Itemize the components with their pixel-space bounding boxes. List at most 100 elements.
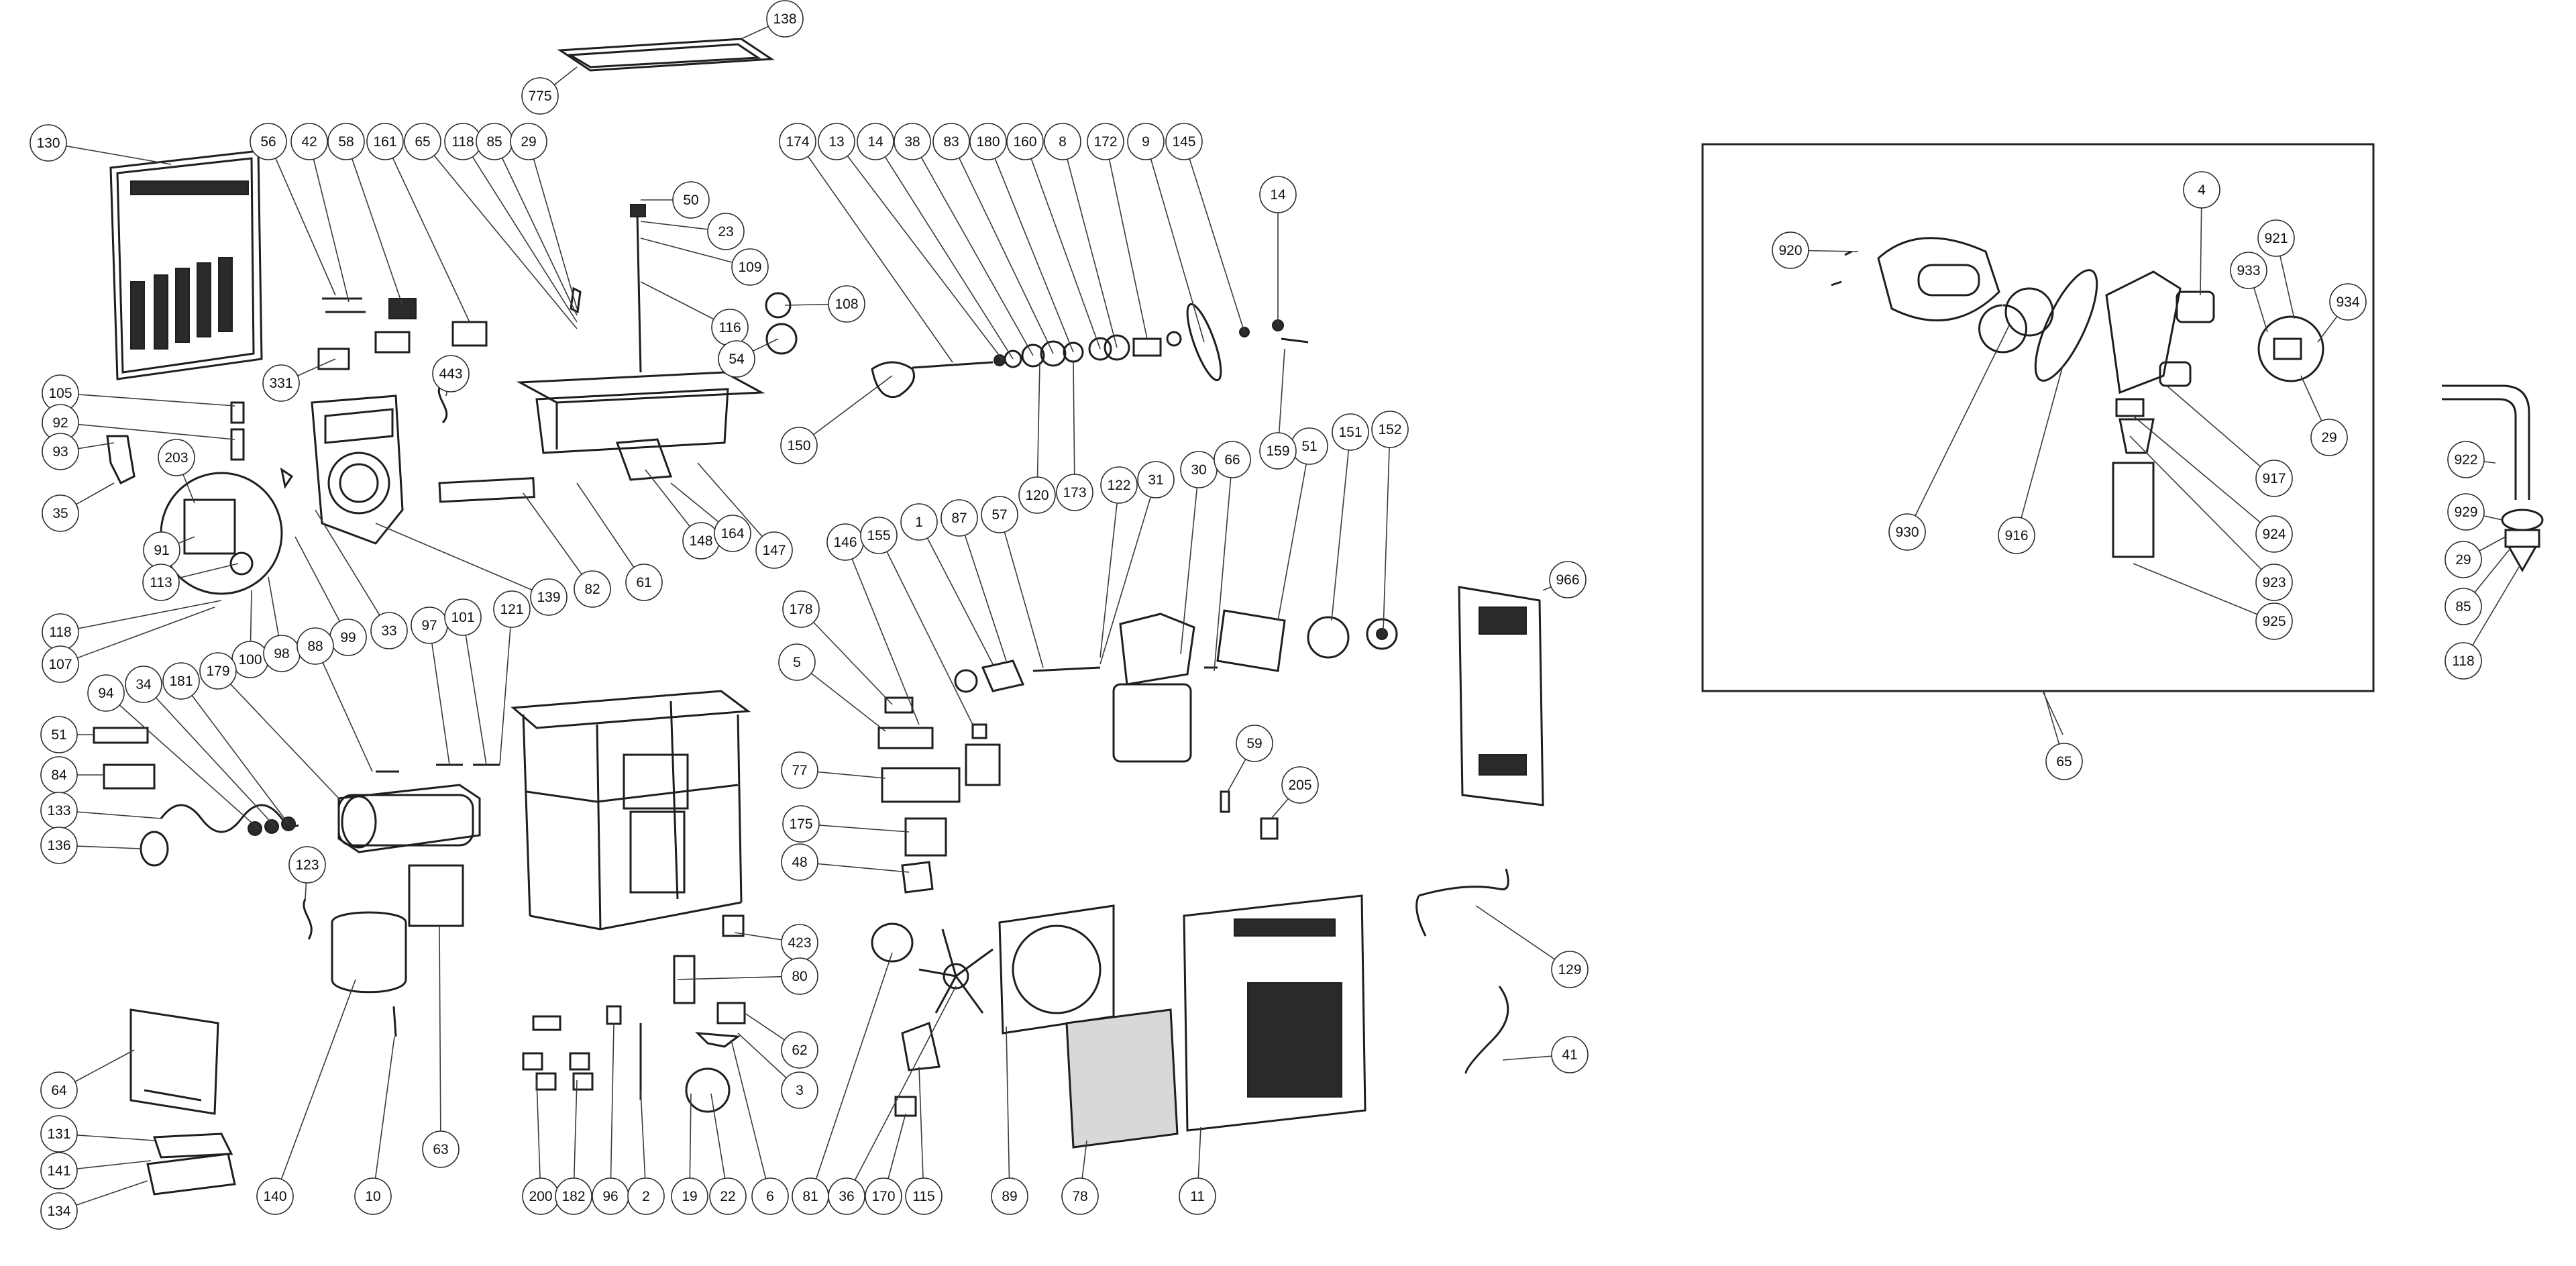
- part-callout-929[interactable]: 929: [2447, 493, 2485, 531]
- part-callout-13[interactable]: 13: [818, 123, 855, 160]
- part-callout-33[interactable]: 33: [370, 612, 408, 649]
- part-callout-134[interactable]: 134: [40, 1192, 78, 1230]
- part-callout-150[interactable]: 150: [780, 427, 818, 464]
- part-callout-30[interactable]: 30: [1180, 451, 1218, 488]
- part-callout-19[interactable]: 19: [671, 1177, 708, 1215]
- part-callout-61[interactable]: 61: [625, 564, 663, 601]
- part-callout-443[interactable]: 443: [432, 355, 470, 392]
- part-callout-115[interactable]: 115: [905, 1177, 943, 1215]
- part-callout-118[interactable]: 118: [42, 613, 79, 651]
- part-callout-50[interactable]: 50: [672, 181, 710, 219]
- part-callout-31[interactable]: 31: [1137, 461, 1175, 498]
- part-callout-58[interactable]: 58: [327, 123, 365, 160]
- part-callout-99[interactable]: 99: [329, 619, 367, 656]
- part-callout-152[interactable]: 152: [1371, 411, 1409, 448]
- part-callout-109[interactable]: 109: [731, 248, 769, 286]
- part-callout-180[interactable]: 180: [969, 123, 1007, 160]
- part-callout-107[interactable]: 107: [42, 645, 79, 683]
- part-callout-423[interactable]: 423: [781, 924, 818, 961]
- part-callout-63[interactable]: 63: [422, 1130, 460, 1168]
- part-callout-84[interactable]: 84: [40, 756, 78, 794]
- part-callout-97[interactable]: 97: [411, 606, 448, 644]
- part-callout-920[interactable]: 920: [1772, 231, 1809, 269]
- part-callout-141[interactable]: 141: [40, 1152, 78, 1190]
- part-callout-91[interactable]: 91: [143, 531, 180, 569]
- part-callout-159[interactable]: 159: [1259, 432, 1297, 470]
- part-callout-85[interactable]: 85: [476, 123, 513, 160]
- part-callout-934[interactable]: 934: [2329, 283, 2367, 321]
- part-callout-136[interactable]: 136: [40, 827, 78, 864]
- part-callout-917[interactable]: 917: [2255, 460, 2293, 497]
- part-callout-93[interactable]: 93: [42, 433, 79, 470]
- part-callout-10[interactable]: 10: [354, 1177, 392, 1215]
- part-callout-331[interactable]: 331: [262, 364, 300, 402]
- part-callout-148[interactable]: 148: [682, 522, 720, 560]
- part-callout-121[interactable]: 121: [493, 590, 531, 628]
- part-callout-179[interactable]: 179: [199, 652, 237, 690]
- part-callout-105[interactable]: 105: [42, 374, 79, 412]
- part-callout-29[interactable]: 29: [2445, 541, 2482, 578]
- part-callout-966[interactable]: 966: [1549, 561, 1587, 598]
- part-callout-36[interactable]: 36: [828, 1177, 865, 1215]
- part-callout-200[interactable]: 200: [522, 1177, 559, 1215]
- part-callout-160[interactable]: 160: [1006, 123, 1044, 160]
- part-callout-98[interactable]: 98: [263, 635, 301, 672]
- part-callout-23[interactable]: 23: [707, 213, 745, 250]
- part-callout-129[interactable]: 129: [1551, 951, 1589, 988]
- part-callout-175[interactable]: 175: [782, 805, 820, 843]
- part-callout-9[interactable]: 9: [1127, 123, 1165, 160]
- part-callout-89[interactable]: 89: [991, 1177, 1028, 1215]
- part-callout-87[interactable]: 87: [941, 499, 978, 537]
- part-callout-178[interactable]: 178: [782, 590, 820, 628]
- part-callout-5[interactable]: 5: [778, 643, 816, 681]
- part-callout-85[interactable]: 85: [2445, 588, 2482, 625]
- part-callout-6[interactable]: 6: [751, 1177, 789, 1215]
- part-callout-57[interactable]: 57: [981, 496, 1018, 533]
- part-callout-51[interactable]: 51: [1291, 427, 1328, 465]
- part-callout-922[interactable]: 922: [2447, 441, 2485, 478]
- part-callout-155[interactable]: 155: [860, 517, 898, 554]
- part-callout-924[interactable]: 924: [2255, 515, 2293, 553]
- part-callout-35[interactable]: 35: [42, 494, 79, 532]
- part-callout-138[interactable]: 138: [766, 0, 804, 38]
- part-callout-181[interactable]: 181: [162, 662, 200, 700]
- part-callout-56[interactable]: 56: [250, 123, 287, 160]
- part-callout-145[interactable]: 145: [1165, 123, 1203, 160]
- part-callout-38[interactable]: 38: [894, 123, 931, 160]
- part-callout-82[interactable]: 82: [574, 570, 611, 608]
- part-callout-923[interactable]: 923: [2255, 564, 2293, 601]
- part-callout-172[interactable]: 172: [1087, 123, 1124, 160]
- part-callout-161[interactable]: 161: [366, 123, 404, 160]
- part-callout-120[interactable]: 120: [1018, 476, 1056, 514]
- part-callout-203[interactable]: 203: [158, 439, 195, 476]
- part-callout-775[interactable]: 775: [521, 77, 559, 115]
- part-callout-64[interactable]: 64: [40, 1071, 78, 1109]
- part-callout-925[interactable]: 925: [2255, 602, 2293, 640]
- part-callout-130[interactable]: 130: [30, 124, 67, 162]
- part-callout-29[interactable]: 29: [510, 123, 547, 160]
- part-callout-66[interactable]: 66: [1214, 441, 1251, 478]
- part-callout-88[interactable]: 88: [297, 627, 334, 665]
- part-callout-133[interactable]: 133: [40, 792, 78, 829]
- part-callout-65[interactable]: 65: [2045, 743, 2083, 780]
- part-callout-96[interactable]: 96: [592, 1177, 629, 1215]
- part-callout-170[interactable]: 170: [865, 1177, 902, 1215]
- part-callout-8[interactable]: 8: [1044, 123, 1081, 160]
- part-callout-123[interactable]: 123: [288, 846, 326, 884]
- part-callout-921[interactable]: 921: [2257, 219, 2295, 257]
- part-callout-146[interactable]: 146: [826, 523, 864, 561]
- part-callout-34[interactable]: 34: [125, 666, 162, 703]
- part-callout-78[interactable]: 78: [1061, 1177, 1099, 1215]
- part-callout-100[interactable]: 100: [231, 641, 269, 678]
- part-callout-41[interactable]: 41: [1551, 1036, 1589, 1073]
- part-callout-22[interactable]: 22: [709, 1177, 747, 1215]
- part-callout-80[interactable]: 80: [781, 957, 818, 995]
- part-callout-4[interactable]: 4: [2183, 171, 2220, 209]
- part-callout-65[interactable]: 65: [404, 123, 441, 160]
- part-callout-92[interactable]: 92: [42, 404, 79, 441]
- part-callout-101[interactable]: 101: [444, 598, 482, 636]
- part-callout-51[interactable]: 51: [40, 716, 78, 753]
- part-callout-54[interactable]: 54: [718, 340, 755, 378]
- part-callout-151[interactable]: 151: [1332, 413, 1369, 451]
- part-callout-174[interactable]: 174: [779, 123, 816, 160]
